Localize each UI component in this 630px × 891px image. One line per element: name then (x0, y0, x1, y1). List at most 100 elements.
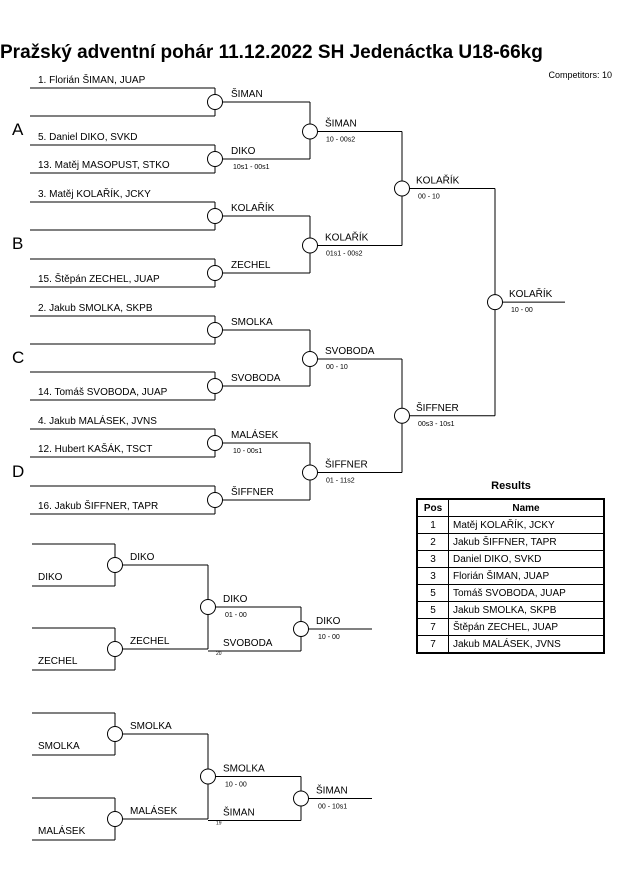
match-score: 01s1 - 00s2 (326, 251, 363, 258)
results-pos: 7 (416, 635, 449, 654)
group-label-a: A (12, 120, 24, 139)
match-score: 10 - 00 (511, 307, 533, 314)
cross-entry-name: ŠIMAN (223, 806, 255, 819)
results-name: Štěpán ZECHEL, JUAP (448, 618, 605, 636)
match-winner: DIKO (130, 552, 155, 563)
match-number-circle (394, 407, 410, 424)
competitor-count: Competitors: 10 (548, 70, 612, 80)
competitor-name: 14. Tomáš SVOBODA, JUAP (38, 387, 168, 398)
match-number-circle (207, 151, 223, 167)
repechage-entrant: MALÁSEK (38, 824, 86, 837)
competitor-name: 16. Jakub ŠIFFNER, TAPR (38, 499, 158, 512)
match-score: 00s3 - 10s1 (418, 421, 455, 428)
cross-entry-name: SVOBODA (223, 638, 273, 649)
competitor-name: 13. Matěj MASOPUST, STKO (38, 160, 170, 171)
match-winner: SMOLKA (231, 317, 273, 328)
match-number-circle (293, 621, 309, 637)
match-winner: ŠIMAN (231, 87, 263, 100)
match-winner: KOLAŘÍK (509, 287, 553, 300)
results-pos: 5 (416, 601, 449, 619)
results-name: Jakub ŠIFFNER, TAPR (448, 533, 605, 551)
match-winner: SMOLKA (223, 764, 265, 775)
results-name: Matěj KOLAŘÍK, JCKY (448, 516, 605, 534)
match-number-circle (302, 237, 318, 254)
results-pos: 3 (416, 567, 449, 585)
competitor-name: 1. Florián ŠIMAN, JUAP (38, 73, 146, 86)
match-number-circle (207, 322, 223, 338)
competitor-name: 12. Hubert KAŠÁK, TSCT (38, 442, 152, 455)
match-score: 10s1 - 00s1 (233, 164, 270, 171)
match-winner: DIKO (316, 616, 341, 627)
results-header-row: Pos Name (416, 498, 605, 517)
match-winner: ŠIFFNER (416, 401, 459, 414)
match-number-circle (200, 768, 216, 785)
cross-entry-note: 19 (216, 821, 222, 827)
match-winner: ŠIFFNER (325, 458, 368, 471)
match-winner: ŠIFFNER (231, 485, 274, 498)
match-score: 10 - 00s1 (233, 448, 262, 455)
group-label-d: D (12, 462, 25, 481)
match-number-circle (107, 557, 123, 573)
competitor-name: 2. Jakub SMOLKA, SKPB (38, 303, 153, 314)
results-header-name: Name (448, 498, 605, 517)
match-number-circle (107, 811, 123, 827)
match-number-circle (207, 265, 223, 281)
match-number-circle (207, 435, 223, 451)
match-winner: DIKO (223, 594, 248, 605)
match-score: 00 - 10 (418, 194, 440, 201)
page-title: Pražský adventní pohár 11.12.2022 SH Jed… (0, 42, 543, 63)
group-label-b: B (12, 234, 24, 253)
results-pos: 7 (416, 618, 449, 636)
match-number-circle (107, 726, 123, 742)
results-name: Florián ŠIMAN, JUAP (448, 567, 605, 585)
match-number-circle (207, 492, 223, 508)
match-winner: ZECHEL (130, 636, 170, 647)
match-number-circle (207, 208, 223, 224)
match-winner: DIKO (231, 146, 256, 157)
repechage-entrant: SMOLKA (38, 741, 80, 752)
competitor-name: 4. Jakub MALÁSEK, JVNS (38, 414, 157, 427)
results-pos: 5 (416, 584, 449, 602)
match-number-circle (302, 351, 318, 367)
match-number-circle (302, 464, 318, 481)
group-label-c: C (12, 348, 25, 367)
match-score: 10 - 00 (318, 634, 340, 641)
match-score: 10 - 00 (225, 782, 247, 789)
competitor-name: 5. Daniel DIKO, SVKD (38, 132, 137, 143)
results-name: Jakub MALÁSEK, JVNS (448, 635, 605, 654)
match-winner: KOLAŘÍK (325, 231, 369, 244)
match-score: 10 - 00s2 (326, 137, 355, 144)
results-header-pos: Pos (416, 498, 449, 517)
results-name: Jakub SMOLKA, SKPB (448, 601, 605, 619)
match-winner: KOLAŘÍK (416, 174, 460, 187)
match-winner: KOLAŘÍK (231, 201, 275, 214)
match-number-circle (200, 599, 216, 615)
competitor-name: 15. Štěpán ZECHEL, JUAP (38, 272, 160, 285)
results-title: Results (491, 480, 531, 492)
repechage-entrant: DIKO (38, 572, 63, 583)
match-winner: SVOBODA (231, 373, 281, 384)
results-name: Daniel DIKO, SVKD (448, 550, 605, 568)
match-score: 01 - 00 (225, 612, 247, 619)
match-number-circle (302, 123, 318, 140)
match-winner: SMOLKA (130, 721, 172, 732)
match-number-circle (207, 378, 223, 394)
match-score: 01 - 11s2 (326, 478, 355, 485)
match-winner: ŠIMAN (316, 784, 348, 797)
match-score: 00 - 10s1 (318, 804, 347, 811)
results-pos: 1 (416, 516, 449, 534)
match-number-circle (293, 790, 309, 807)
match-winner: MALÁSEK (130, 804, 178, 817)
results-name: Tomáš SVOBODA, JUAP (448, 584, 605, 602)
results-pos: 3 (416, 550, 449, 568)
cross-entry-note: 20 (216, 651, 222, 657)
match-winner: SVOBODA (325, 346, 375, 357)
